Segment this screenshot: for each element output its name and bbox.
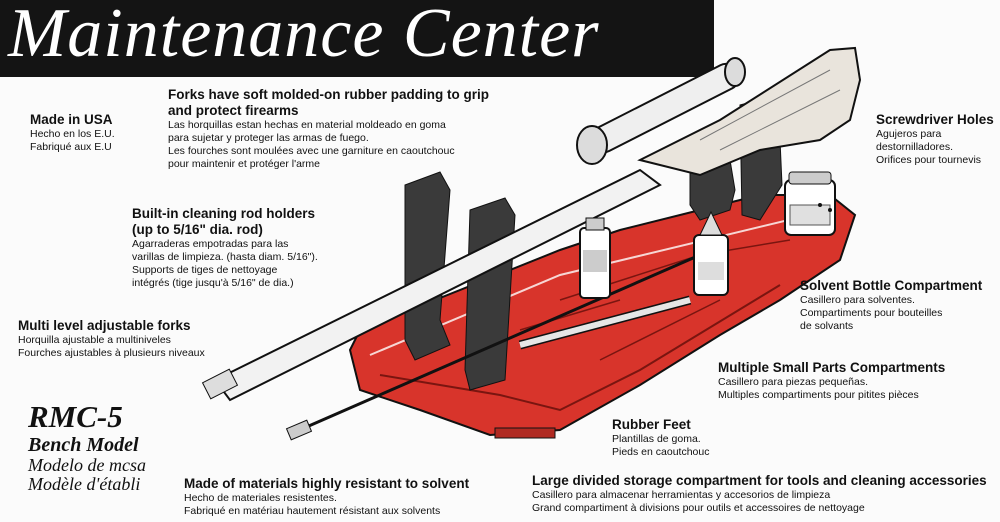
rod-holders-caption: Built-in cleaning rod holders (up to 5/1… bbox=[132, 206, 318, 289]
small-parts-caption: Multiple Small Parts Compartments Casill… bbox=[718, 360, 946, 401]
model-name-en: Bench Model bbox=[28, 434, 139, 456]
solvent-bottle bbox=[579, 217, 611, 299]
resistant-caption: Made of materials highly resistant to so… bbox=[184, 476, 470, 517]
made-in-usa-caption: Made in USA Hecho en los E.U. Fabriqué a… bbox=[30, 112, 115, 153]
oil-bottle bbox=[693, 210, 729, 296]
page-title: Maintenance Center bbox=[8, 0, 600, 72]
model-code: RMC-5 bbox=[28, 399, 123, 434]
rifle-stock bbox=[637, 46, 862, 177]
forks-caption: Forks have soft molded-on rubber padding… bbox=[168, 87, 490, 170]
screwdriver-caption: Screwdriver Holes Agujeros para destorni… bbox=[876, 112, 994, 166]
cleaning-rod bbox=[294, 253, 701, 434]
model-name-fr: Modèle d'établi bbox=[28, 474, 141, 494]
rubber-foot bbox=[494, 427, 556, 439]
model-name-es: Modelo de mcsa bbox=[28, 455, 146, 475]
solvent-bottle-caption: Solvent Bottle Compartment Casillero par… bbox=[800, 278, 983, 332]
jar bbox=[784, 171, 836, 236]
storage-caption: Large divided storage compartment for to… bbox=[532, 473, 987, 514]
front-fork bbox=[404, 171, 451, 361]
rifle-scope bbox=[576, 57, 746, 165]
title-banner: Maintenance Center bbox=[0, 0, 714, 77]
rubber-feet-caption: Rubber Feet Plantillas de goma. Pieds en… bbox=[612, 417, 710, 458]
rifle-barrel bbox=[213, 168, 662, 402]
model-info: RMC-5 Bench Model Modelo de mcsa Modèle … bbox=[28, 400, 146, 494]
multi-forks-caption: Multi level adjustable forks Horquilla a… bbox=[18, 318, 205, 359]
